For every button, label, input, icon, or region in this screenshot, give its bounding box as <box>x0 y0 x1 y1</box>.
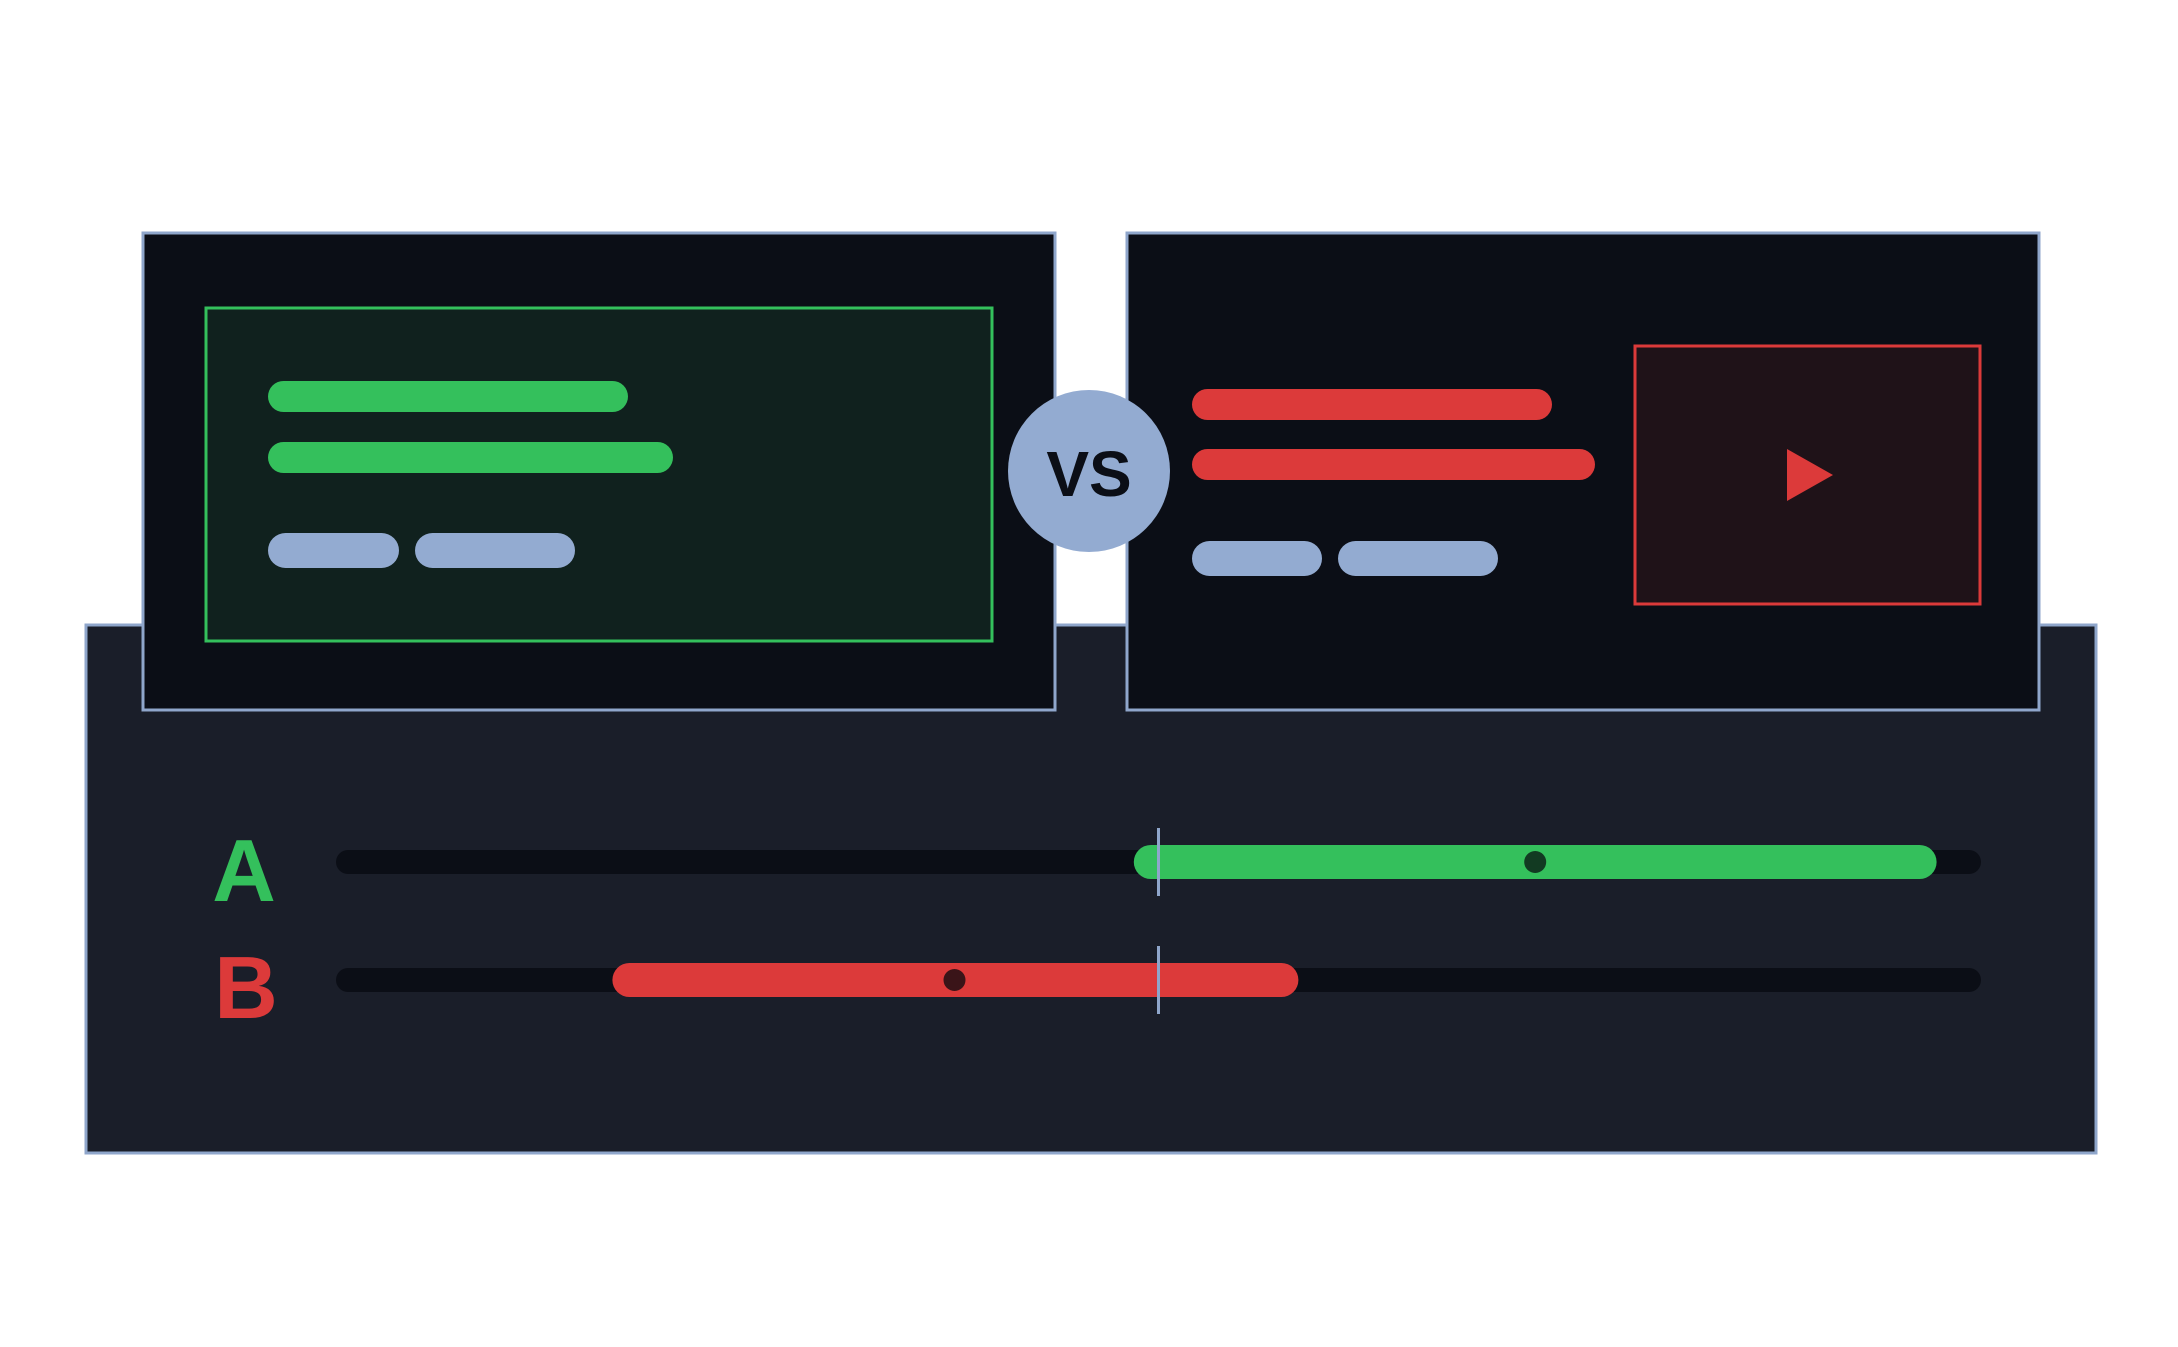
variant-a-tag-1 <box>268 533 399 568</box>
variant-a-text-line-2 <box>268 442 673 473</box>
variant-a-text-line-1 <box>268 381 628 412</box>
variant-b-text-line-1 <box>1192 389 1552 420</box>
variant-b-tag-2 <box>1338 541 1498 576</box>
variant-a-content-area <box>204 306 994 643</box>
variant-b-label: B <box>214 938 278 1037</box>
variant-b-card <box>1125 231 2041 712</box>
vs-badge-label: VS <box>1046 438 1131 510</box>
variant-a-card <box>141 231 1057 712</box>
vs-badge: VS <box>1008 390 1170 552</box>
variant-a-tag-2 <box>415 533 575 568</box>
variant-b-point-estimate <box>943 969 966 991</box>
variant-a-point-estimate <box>1524 851 1547 873</box>
variant-b-text-line-2 <box>1192 449 1595 480</box>
variant-a-label: A <box>212 821 276 920</box>
variant-b-tag-1 <box>1192 541 1322 576</box>
play-icon <box>1787 449 1833 501</box>
vs-badge-circle <box>1008 390 1170 552</box>
results-panel <box>84 623 2098 1155</box>
